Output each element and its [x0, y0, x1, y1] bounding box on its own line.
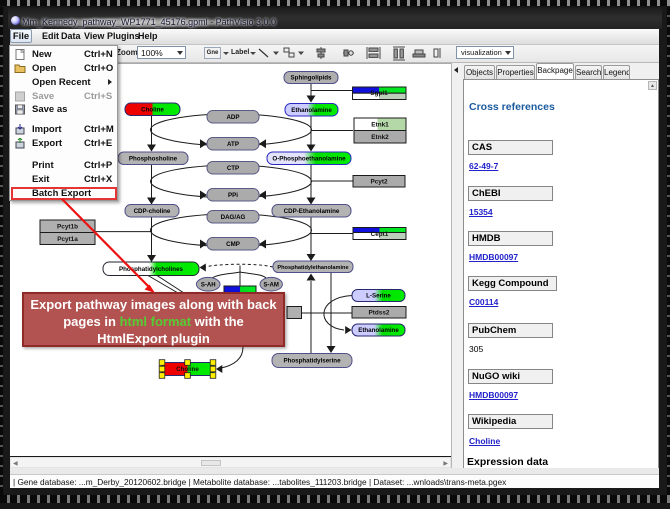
svg-text:S-AH: S-AH: [201, 282, 216, 288]
svg-text:Cept1: Cept1: [371, 231, 389, 238]
svg-text:Phosphatidylserine: Phosphatidylserine: [283, 358, 341, 365]
svg-text:S-AM: S-AM: [264, 282, 279, 288]
svg-text:CTP: CTP: [227, 165, 239, 172]
svg-text:Etnk1: Etnk1: [371, 122, 389, 129]
svg-text:Ptdss2: Ptdss2: [369, 310, 390, 317]
svg-text:CDP-choline: CDP-choline: [134, 208, 171, 215]
svg-text:Phosphosholine: Phosphosholine: [129, 155, 178, 162]
svg-text:Pcyt1a: Pcyt1a: [57, 236, 78, 243]
svg-text:O-Phosphoethanolamine: O-Phosphoethanolamine: [272, 155, 346, 162]
svg-text:Sgpl1: Sgpl1: [370, 90, 388, 97]
svg-text:Ethanolamine: Ethanolamine: [291, 107, 332, 114]
svg-text:Etnk2: Etnk2: [371, 134, 389, 141]
svg-text:Phosphatidylethanolamine: Phosphatidylethanolamine: [277, 265, 348, 271]
svg-text:Pcyt1b: Pcyt1b: [57, 224, 78, 231]
svg-text:Choline: Choline: [176, 366, 199, 373]
svg-text:PPi: PPi: [228, 192, 238, 199]
svg-text:Phosphatidylcholines: Phosphatidylcholines: [119, 266, 184, 273]
svg-text:Sphingolipids: Sphingolipids: [291, 75, 332, 82]
svg-text:ATP: ATP: [227, 141, 239, 148]
svg-text:Pcyt2: Pcyt2: [370, 179, 387, 186]
svg-text:Choline: Choline: [141, 106, 164, 113]
svg-text:ADP: ADP: [226, 114, 239, 121]
svg-text:CDP-Ethanolamine: CDP-Ethanolamine: [284, 208, 340, 215]
svg-text:L-Serine: L-Serine: [366, 293, 391, 300]
svg-text:Ethanolamine: Ethanolamine: [358, 327, 399, 334]
svg-text:CMP: CMP: [226, 241, 240, 248]
svg-text:DAG/AG: DAG/AG: [221, 214, 246, 221]
